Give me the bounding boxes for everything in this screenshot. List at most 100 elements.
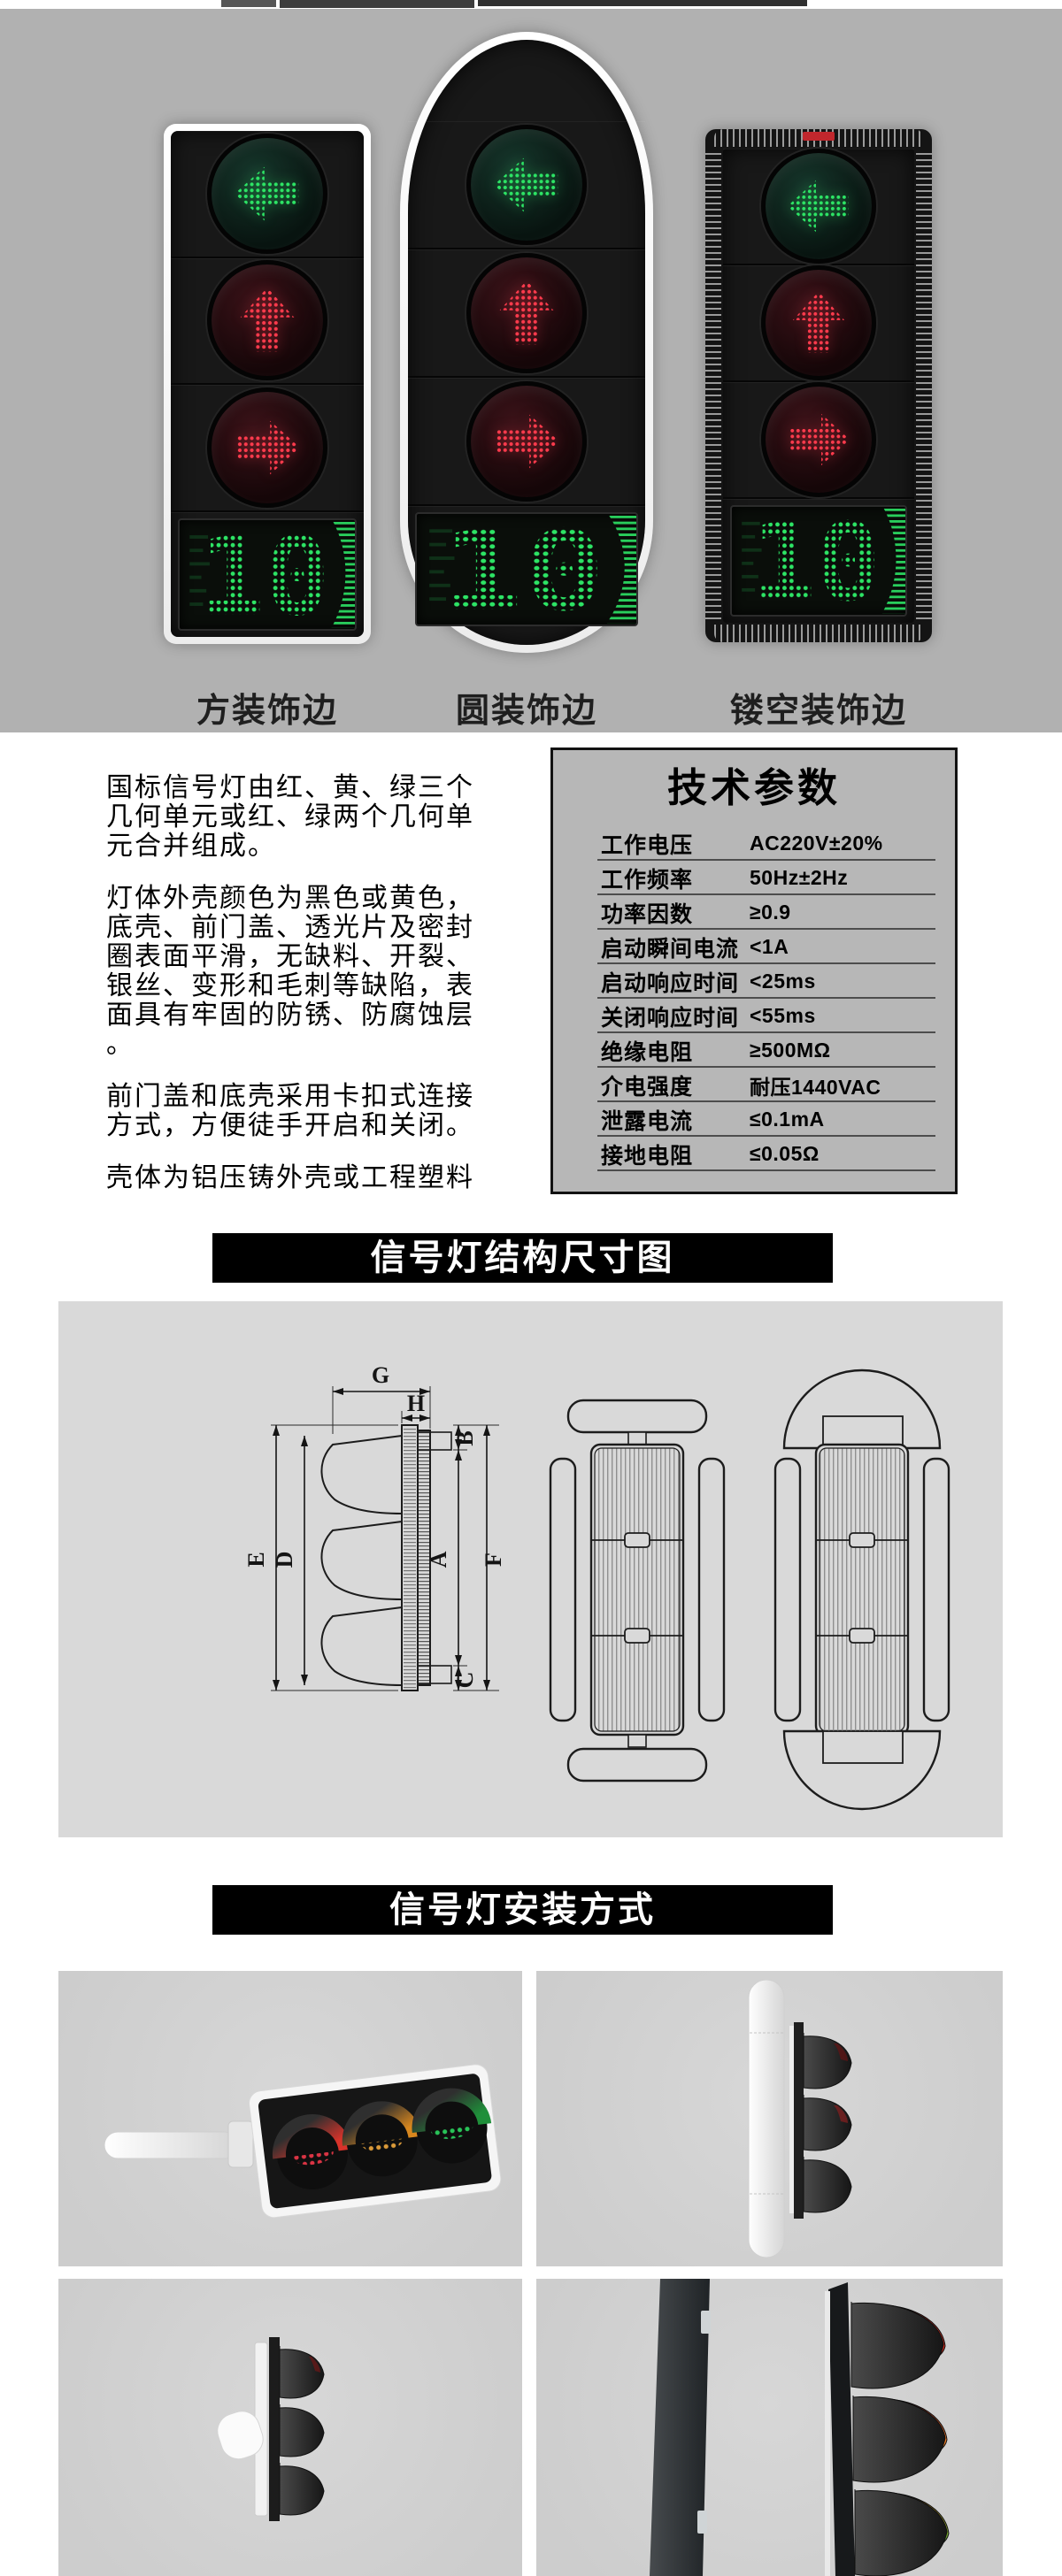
hollow-edge-left	[705, 152, 721, 619]
install-photo-side-pole	[536, 1971, 1003, 2266]
spec-value: ≤0.1mA	[750, 1108, 825, 1131]
left-arrow-icon	[235, 166, 299, 221]
countdown-cell: 10	[171, 512, 364, 638]
intro-paragraph: 灯体外壳颜色为黑色或黄色， 底壳、前门盖、透光片及密封 圈表面平滑，无缺料、开裂…	[106, 884, 474, 1059]
spec-label: 功率因数	[601, 901, 694, 927]
light-label-round: 圆装饰边	[455, 693, 598, 730]
up-arrow-icon	[240, 288, 295, 352]
countdown-digits: 10	[199, 520, 330, 630]
red-up-arrow-lamp	[466, 252, 587, 373]
table-row: 泄露电流 ≤0.1mA	[553, 1102, 955, 1137]
red-right-arrow-lamp	[466, 380, 587, 502]
table-row: 工作频率 50Hz±2Hz	[553, 861, 955, 895]
intro-paragraph: 国标信号灯由红、黄、绿三个 几何单元或红、绿两个几何单 元合并组成。	[106, 773, 474, 861]
dim-label-B: B	[452, 1430, 478, 1445]
spec-label: 介电强度	[601, 1074, 694, 1100]
lamp-cell	[171, 258, 364, 385]
lamp-cell	[171, 385, 364, 512]
dim-label-A: A	[426, 1551, 451, 1568]
red-right-arrow-lamp	[207, 387, 327, 508]
dim-label-C: C	[452, 1672, 478, 1689]
table-row: 接地电阻 ≤0.05Ω	[553, 1137, 955, 1171]
table-row: 工作电压 AC220V±20%	[553, 826, 955, 861]
red-up-arrow-lamp	[207, 260, 327, 381]
spec-value: ≥500MΩ	[750, 1039, 831, 1062]
install-photo-bracket-side	[58, 2279, 522, 2576]
spec-value: <25ms	[750, 970, 816, 993]
spec-value: AC220V±20%	[750, 832, 883, 855]
spec-value: ≥0.9	[750, 901, 791, 924]
table-row: 功率因数 ≥0.9	[553, 895, 955, 930]
install-photo-pole-closeup	[536, 2279, 1003, 2576]
countdown-digits: 10	[751, 507, 881, 615]
section-banner-installation: 信号灯安装方式	[212, 1885, 833, 1935]
traffic-light-hollow: 10	[705, 129, 932, 642]
traffic-light-round: 10	[400, 32, 653, 653]
table-row: 绝缘电阻 ≥500MΩ	[553, 1033, 955, 1068]
red-top-mark	[803, 132, 835, 141]
lamp-cell	[408, 249, 645, 378]
right-arrow-icon	[789, 413, 850, 466]
lamp-cell	[723, 382, 914, 499]
table-row: 关闭响应时间 <55ms	[553, 999, 955, 1033]
green-left-arrow-lamp	[207, 133, 327, 254]
red-right-arrow-lamp	[761, 382, 876, 497]
up-arrow-icon	[499, 280, 554, 344]
hollow-edge-right	[916, 152, 932, 619]
lamp-cell	[723, 149, 914, 265]
table-row: 启动响应时间 <25ms	[553, 964, 955, 999]
countdown-digits: 10	[442, 514, 605, 625]
spec-label: 工作电压	[601, 832, 694, 858]
left-arrow-icon	[787, 180, 849, 233]
intro-text: 国标信号灯由红、黄、绿三个 几何单元或红、绿两个几何单 元合并组成。 灯体外壳颜…	[106, 773, 553, 1215]
section-banner-structure: 信号灯结构尺寸图	[212, 1233, 833, 1283]
countdown-panel: 10	[415, 512, 638, 626]
spec-value: 50Hz±2Hz	[750, 866, 849, 889]
spec-label: 工作频率	[601, 867, 694, 893]
light-label-square: 方装饰边	[196, 693, 339, 730]
left-arrow-icon	[494, 157, 558, 211]
install-photo-horizontal-arm	[58, 1971, 522, 2266]
lamp-cell	[408, 378, 645, 506]
top-remnant-bar	[221, 0, 276, 7]
red-up-arrow-lamp	[761, 265, 876, 380]
light-label-hollow: 镂空装饰边	[729, 693, 908, 730]
lamp-cell	[408, 121, 645, 249]
dim-label-G: G	[372, 1362, 389, 1388]
lamp-cell	[723, 265, 914, 382]
hero-section: 10	[0, 9, 1062, 732]
table-row: 介电强度 耐压1440VAC	[553, 1068, 955, 1102]
countdown-cell: 10	[408, 506, 645, 632]
spec-value: ≤0.05Ω	[750, 1142, 820, 1165]
up-arrow-icon	[792, 291, 845, 353]
spec-label: 启动瞬间电流	[601, 936, 740, 962]
traffic-light-square: 10	[164, 124, 371, 644]
lamp-cell	[171, 131, 364, 258]
spec-label: 关闭响应时间	[601, 1005, 740, 1031]
hollow-edge-bottom	[714, 625, 923, 642]
countdown-panel: 10	[730, 505, 907, 617]
dim-label-F: F	[481, 1552, 506, 1567]
countdown-panel: 10	[178, 518, 357, 631]
top-remnant-bar	[280, 0, 474, 8]
spec-label: 启动响应时间	[601, 970, 740, 996]
spec-label: 接地电阻	[601, 1143, 694, 1169]
dim-label-H: H	[407, 1391, 425, 1416]
intro-paragraph: 壳体为铝压铸外壳或工程塑料	[106, 1163, 474, 1192]
spec-label: 绝缘电阻	[601, 1039, 694, 1065]
spec-table: 技术参数 工作电压 AC220V±20% 工作频率 50Hz±2Hz 功率因数 ≥0.…	[550, 748, 958, 1194]
right-arrow-icon	[235, 420, 300, 475]
green-left-arrow-lamp	[761, 149, 876, 264]
table-row: 启动瞬间电流 <1A	[553, 930, 955, 964]
right-arrow-icon	[495, 414, 559, 468]
intro-paragraph: 前门盖和底壳采用卡扣式连接 方式，方便徒手开启和关闭。	[106, 1082, 474, 1140]
spec-value: <1A	[750, 935, 789, 958]
green-left-arrow-lamp	[466, 124, 587, 245]
spec-label: 泄露电流	[601, 1108, 694, 1134]
dim-label-E: E	[243, 1552, 269, 1567]
dimension-diagram: G H E D B A F C	[58, 1301, 1003, 1837]
spec-value: 耐压1440VAC	[750, 1075, 881, 1099]
spec-table-title: 技术参数	[666, 765, 841, 810]
spec-value: <55ms	[750, 1004, 816, 1027]
